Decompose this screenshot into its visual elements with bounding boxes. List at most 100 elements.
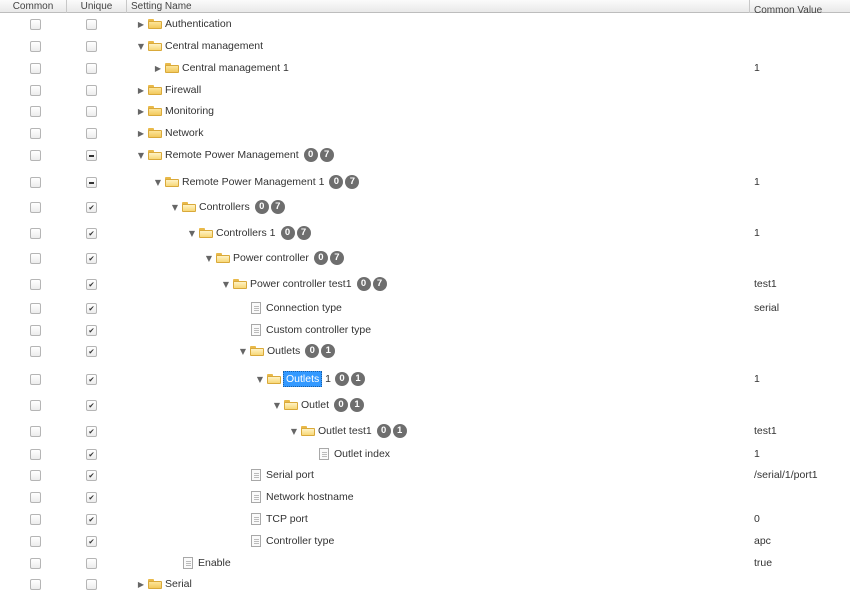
triangle-down-icon[interactable]: ▼ [137,41,145,51]
tree-node-label[interactable]: Serial [165,578,192,590]
unique-checkbox[interactable] [86,279,97,290]
unique-checkbox[interactable] [86,177,97,188]
unique-checkbox[interactable] [86,449,97,460]
common-checkbox[interactable] [30,202,41,213]
unique-checkbox[interactable] [86,19,97,30]
tree-node-label[interactable]: Enable [198,557,231,569]
common-checkbox[interactable] [30,19,41,30]
triangle-down-icon[interactable]: ▼ [256,374,264,384]
common-checkbox[interactable] [30,41,41,52]
unique-checkbox[interactable] [86,374,97,385]
tree-node-label[interactable]: Controllers 1 [216,227,276,239]
tree-node-label[interactable]: Firewall [165,84,202,96]
common-checkbox[interactable] [30,228,41,239]
table-row[interactable]: ▼ Central management [0,35,850,57]
unique-checkbox[interactable] [86,536,97,547]
unique-checkbox[interactable] [86,63,97,74]
tree-setting-node[interactable]: Network hostname [251,486,355,508]
tree-folder-node[interactable]: ▶ Central management 1 [151,57,290,79]
common-checkbox[interactable] [30,514,41,525]
tree-node-label[interactable]: Central management [165,40,264,52]
tree-node-label[interactable]: Outlet [301,399,330,411]
common-checkbox[interactable] [30,579,41,590]
triangle-right-icon[interactable]: ▶ [137,128,145,138]
unique-checkbox[interactable] [86,150,97,161]
table-row[interactable]: Network hostname [0,486,850,508]
common-checkbox[interactable] [30,400,41,411]
unique-checkbox[interactable] [86,303,97,314]
triangle-down-icon[interactable]: ▼ [154,177,162,187]
triangle-right-icon[interactable]: ▶ [154,63,162,73]
tree-node-label[interactable]: Authentication [165,18,232,30]
table-row[interactable]: ▶Authentication [0,13,850,35]
tree-setting-node[interactable]: Controller type [251,530,335,552]
triangle-right-icon[interactable]: ▶ [137,85,145,95]
tree-node-label[interactable]: Outlets [267,345,301,357]
triangle-right-icon[interactable]: ▶ [137,579,145,589]
tree-node-label[interactable]: Controller type [266,535,335,547]
tree-node-label[interactable]: Controllers [199,201,250,213]
tree-node-label[interactable]: Central management 1 [182,62,289,74]
triangle-down-icon[interactable]: ▼ [171,202,179,212]
unique-checkbox[interactable] [86,470,97,481]
unique-checkbox[interactable] [86,85,97,96]
common-checkbox[interactable] [30,106,41,117]
column-header-setting-name[interactable]: Setting Name [127,0,750,13]
tree-node-label[interactable]: Outlets [283,371,323,387]
triangle-right-icon[interactable]: ▶ [137,106,145,116]
unique-checkbox[interactable] [86,492,97,503]
unique-checkbox[interactable] [86,346,97,357]
tree-node-label[interactable]: Custom controller type [266,324,372,336]
tree-node-label[interactable]: Power controller [233,252,309,264]
common-checkbox[interactable] [30,253,41,264]
common-checkbox[interactable] [30,346,41,357]
tree-node-label[interactable]: Monitoring [165,105,215,117]
common-checkbox[interactable] [30,558,41,569]
table-row[interactable]: ▶ Firewall [0,79,850,101]
table-row[interactable]: ▶Network [0,122,850,144]
common-checkbox[interactable] [30,374,41,385]
unique-checkbox[interactable] [86,426,97,437]
tree-setting-node[interactable]: Custom controller type [251,319,372,341]
common-checkbox[interactable] [30,470,41,481]
tree-setting-node[interactable]: Enable [183,552,232,574]
tree-node-label[interactable]: Remote Power Management 1 [182,176,325,188]
tree-folder-node[interactable]: ▼ Central management [134,35,264,57]
unique-checkbox[interactable] [86,106,97,117]
table-row[interactable]: ▶ Serial [0,573,850,595]
tree-node-label[interactable]: Outlet index [334,448,391,460]
tree-setting-node[interactable]: Outlet index [319,443,391,465]
common-checkbox[interactable] [30,128,41,139]
table-row[interactable]: Custom controller type [0,319,850,341]
common-checkbox[interactable] [30,279,41,290]
unique-checkbox[interactable] [86,228,97,239]
unique-checkbox[interactable] [86,128,97,139]
common-checkbox[interactable] [30,63,41,74]
common-checkbox[interactable] [30,325,41,336]
tree-node-label[interactable]: Connection type [266,302,342,314]
triangle-down-icon[interactable]: ▼ [137,150,145,160]
tree-node-label[interactable]: Serial port [266,469,314,481]
table-row[interactable]: Serial port/serial/1/port1 [0,464,850,486]
triangle-down-icon[interactable]: ▼ [205,253,213,263]
table-row[interactable]: ▶ Monitoring [0,100,850,122]
common-checkbox[interactable] [30,150,41,161]
tree-setting-node[interactable]: TCP port [251,508,309,530]
